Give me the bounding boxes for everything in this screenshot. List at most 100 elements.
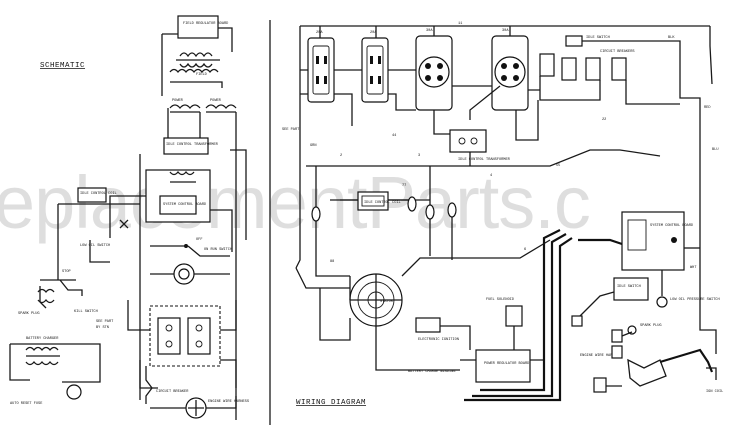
svg-text:KILL SWITCH: KILL SWITCH [74, 310, 98, 314]
electronic-ignition: ELECTRONIC IGNITION [415, 317, 459, 342]
wire-label-55: 55 [556, 164, 560, 168]
left-harness-wire [295, 26, 301, 269]
mid-drop-wires [315, 152, 471, 208]
svg-text:SYSTEM CONTROL BOARD: SYSTEM CONTROL BOARD [650, 224, 693, 228]
svg-text:SPARK PLUG: SPARK PLUG [640, 324, 662, 328]
wire-num-3: 3 [418, 154, 420, 158]
battery-charger: BATTERY CHARGER AUTO RESET FUSE [9, 337, 101, 406]
wire-label-grn: GRN [310, 144, 316, 148]
battery-charge-winding: BATTERY CHARGE WINDING [375, 326, 460, 374]
spark-plug-schematic: SPARK PLUG KILL SWITCH [18, 286, 98, 316]
wire-label-88: 88 [330, 260, 334, 264]
ignition-link-wire [440, 325, 471, 350]
svg-text:ELECTRONIC IGNITION: ELECTRONIC IGNITION [418, 338, 459, 342]
spark-plug: SPARK PLUG [627, 324, 662, 335]
stator-feed-wire [295, 267, 350, 289]
ign-coil: IGN COIL [627, 348, 723, 394]
idle-switch-wire [582, 40, 701, 270]
svg-text:LOW OIL SWITCH: LOW OIL SWITCH [80, 244, 110, 248]
engine-wire-harness: ENGINE WIRE HARNESS [464, 229, 623, 402]
idle-control-coil: IDLE CONTROL COIL [340, 191, 410, 211]
stator: STATOR [349, 239, 551, 327]
idle-control-transformer: IDLE CONTROL TRANSFORMER [449, 129, 511, 162]
circuit-breaker-schematic: CIRCUIT BREAKER [145, 366, 189, 404]
svg-text:IGN COIL: IGN COIL [706, 390, 723, 394]
inline-fuse-right [407, 196, 457, 260]
svg-text:ON RUN SWITCH: ON RUN SWITCH [204, 248, 232, 252]
system-control-board: SYSTEM CONTROL BOARD [109, 169, 233, 252]
wire-num-4: 4 [490, 174, 492, 178]
svg-text:IDLE CONTROL COIL: IDLE CONTROL COIL [364, 201, 401, 205]
wire-label-22: 22 [602, 118, 606, 122]
svg-text:POWER: POWER [210, 99, 222, 103]
svg-text:CIRCUIT BREAKER: CIRCUIT BREAKER [156, 390, 189, 394]
receptacle-20a-2[interactable]: 20A [361, 31, 389, 103]
power-windings: POWER POWER IDLE CONTROL TRANSFORMER [163, 99, 247, 240]
receptacle-20a-1[interactable]: 20A [307, 31, 335, 103]
svg-text:FIELD REGULATOR BOARD: FIELD REGULATOR BOARD [183, 22, 228, 26]
engine-motor-schematic: ENGINE WIRE HARNESS [150, 396, 249, 419]
breaker-output-wires [539, 76, 680, 105]
right-ground-wire [699, 270, 717, 354]
svg-text:ENGINE WIRE HARNESS: ENGINE WIRE HARNESS [208, 400, 249, 404]
receptacle-feed-wires [319, 26, 511, 38]
svg-text:BY STN: BY STN [96, 326, 109, 330]
svg-text:POWER: POWER [172, 99, 184, 103]
idle-control-coil: IDLE CONTROL COIL [58, 187, 140, 205]
svg-text:SEE PART: SEE PART [96, 320, 114, 324]
wire-label-blu: BLU [712, 148, 718, 152]
breaker-link-wire [515, 100, 539, 141]
svg-text:FUEL SOLENOID: FUEL SOLENOID [486, 298, 514, 302]
mid-harness-wire [306, 149, 661, 167]
low-oil-switch: LOW OIL SWITCH [80, 219, 129, 263]
svg-text:LOW OIL PRESSURE SWITCH: LOW OIL PRESSURE SWITCH [670, 298, 720, 302]
svg-text:FIELD: FIELD [196, 73, 207, 77]
schematic-title: SCHEMATIC [40, 62, 85, 70]
power-regulator-board: POWER REGULATOR BOARD [460, 349, 544, 383]
svg-text:SPARK PLUG: SPARK PLUG [18, 312, 40, 316]
wire-num-6: 6 [524, 248, 526, 252]
see-part-note: SEE PART [282, 128, 300, 132]
inline-fuse-left [311, 206, 350, 277]
receptacle-30a-out-wires [469, 85, 540, 120]
receptacle-jumper-wires [300, 69, 362, 126]
svg-text:AUTO RESET FUSE: AUTO RESET FUSE [10, 402, 42, 406]
svg-text:IDLE CONTROL COIL: IDLE CONTROL COIL [80, 192, 117, 196]
receptacles-schematic: SEE PART BY STN [96, 300, 237, 389]
svg-text:BATTERY CHARGER: BATTERY CHARGER [26, 337, 59, 341]
right-harness-wire [709, 26, 713, 85]
wire-label-77: 77 [402, 184, 406, 188]
wire-num-2: 2 [340, 154, 342, 158]
svg-text:SYSTEM CONTROL BOARD: SYSTEM CONTROL BOARD [163, 203, 206, 207]
system-control-board[interactable]: SYSTEM CONTROL BOARD [621, 211, 700, 271]
circuit-breakers[interactable]: CIRCUIT BREAKERS [539, 50, 635, 81]
svg-text:STOP: STOP [62, 270, 71, 274]
svg-text:IDLE SWITCH: IDLE SWITCH [586, 36, 610, 40]
svg-text:STATOR: STATOR [380, 300, 394, 304]
idle-control-board: IDLE SWITCH [613, 277, 649, 301]
receptacle-30a-1[interactable]: 30A [415, 29, 453, 111]
wire-label-red: RED [704, 106, 710, 110]
svg-text:30A: 30A [426, 29, 433, 33]
off-run-switch: OFF ON RUN SWITCH [150, 238, 232, 257]
svg-text:30A: 30A [502, 29, 509, 33]
svg-text:ENGINE WIRE HARNESS: ENGINE WIRE HARNESS [580, 354, 621, 358]
svg-text:20A: 20A [370, 31, 377, 35]
wire-label-44: 44 [392, 134, 396, 138]
svg-text:OFF: OFF [196, 238, 202, 242]
wire-label-11: 11 [458, 22, 462, 26]
svg-text:IDLE CONTROL TRANSFORMER: IDLE CONTROL TRANSFORMER [166, 143, 219, 147]
wiring-title: WIRING DIAGRAM [296, 399, 366, 407]
svg-text:IDLE SWITCH: IDLE SWITCH [617, 285, 641, 289]
harness-terminal-blocks [571, 291, 633, 393]
receptacle-link-wires [388, 69, 416, 111]
low-oil-pressure-switch: LOW OIL PRESSURE SWITCH [656, 270, 720, 308]
field-coil: FIELD [169, 52, 223, 88]
svg-text:CIRCUIT BREAKERS: CIRCUIT BREAKERS [600, 50, 635, 54]
wire-label-blk: BLK [668, 36, 675, 40]
svg-text:IDLE CONTROL TRANSFORMER: IDLE CONTROL TRANSFORMER [458, 158, 511, 162]
receptacle-30a-2[interactable]: 30A [491, 29, 529, 111]
fuel-solenoid: FUEL SOLENOID [486, 298, 523, 350]
wire-label-wht: WHT [690, 266, 697, 270]
